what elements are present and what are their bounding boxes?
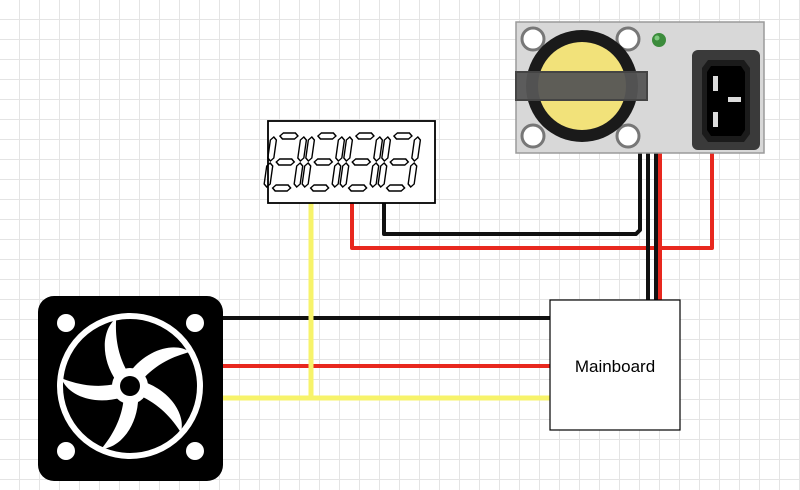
display-segment bbox=[301, 162, 312, 188]
display-segment bbox=[271, 184, 292, 192]
display-segment bbox=[389, 158, 410, 166]
display-segment bbox=[407, 162, 418, 188]
display-segment bbox=[278, 132, 299, 140]
fan-ring bbox=[57, 313, 203, 459]
display-segment bbox=[335, 136, 346, 162]
psu-hole-tr bbox=[615, 26, 641, 52]
display-segment bbox=[343, 136, 354, 162]
fan-hub-center bbox=[120, 376, 140, 396]
display-segment bbox=[267, 136, 278, 162]
display-digit bbox=[301, 132, 346, 192]
fan-blades-icon bbox=[61, 318, 190, 449]
display-segment bbox=[373, 136, 384, 162]
display-digits bbox=[263, 132, 422, 192]
seven-segment-display bbox=[263, 120, 436, 204]
psu-led-highlight bbox=[654, 35, 660, 41]
fan-blade bbox=[139, 381, 182, 433]
display-segment bbox=[316, 132, 337, 140]
wire-display-red bbox=[350, 150, 714, 250]
display-segment bbox=[331, 162, 342, 188]
psu-hole-br bbox=[615, 123, 641, 149]
fan-screw-tr bbox=[186, 314, 204, 332]
display-segment bbox=[347, 184, 368, 192]
display-segment bbox=[297, 136, 308, 162]
fan-screw-bl bbox=[57, 442, 75, 460]
display-digit bbox=[263, 132, 308, 192]
psu-hole-bl bbox=[520, 123, 546, 149]
psu-led-icon bbox=[652, 33, 666, 47]
display-segment bbox=[354, 132, 375, 140]
display-segment bbox=[411, 136, 422, 162]
display-segment bbox=[377, 162, 388, 188]
wires bbox=[217, 150, 714, 401]
mainboard-label: Mainboard bbox=[575, 357, 655, 376]
mainboard: Mainboard bbox=[549, 299, 681, 431]
display-digit bbox=[339, 132, 384, 192]
display-segment bbox=[381, 136, 392, 162]
psu-hole-tl bbox=[520, 26, 546, 52]
display-segment bbox=[385, 184, 406, 192]
display-segment bbox=[275, 158, 296, 166]
fan-blade bbox=[61, 378, 122, 401]
wire-display-black bbox=[382, 150, 642, 236]
fan-blade bbox=[104, 318, 129, 382]
display-segment bbox=[263, 162, 274, 188]
display-segment bbox=[339, 162, 350, 188]
fan-blade bbox=[130, 347, 190, 380]
fan-screw-br bbox=[186, 442, 204, 460]
display-segment bbox=[293, 162, 304, 188]
display-segment bbox=[309, 184, 330, 192]
psu-module bbox=[515, 21, 765, 154]
psu-capacitor-band-edge bbox=[515, 71, 648, 101]
socket-pin-top bbox=[713, 76, 718, 91]
socket-pin-earth bbox=[728, 97, 741, 102]
display-segment bbox=[369, 162, 380, 188]
fan-blade bbox=[101, 397, 139, 449]
display-digit bbox=[377, 132, 422, 192]
fan-screw-tl bbox=[57, 314, 75, 332]
socket-pin-bottom bbox=[713, 112, 718, 127]
display-segment bbox=[351, 158, 372, 166]
display-segment bbox=[313, 158, 334, 166]
fan bbox=[38, 296, 223, 481]
display-segment bbox=[305, 136, 316, 162]
psu-capacitor-band bbox=[516, 72, 647, 100]
display-segment bbox=[392, 132, 413, 140]
mainboard-box bbox=[549, 299, 681, 431]
